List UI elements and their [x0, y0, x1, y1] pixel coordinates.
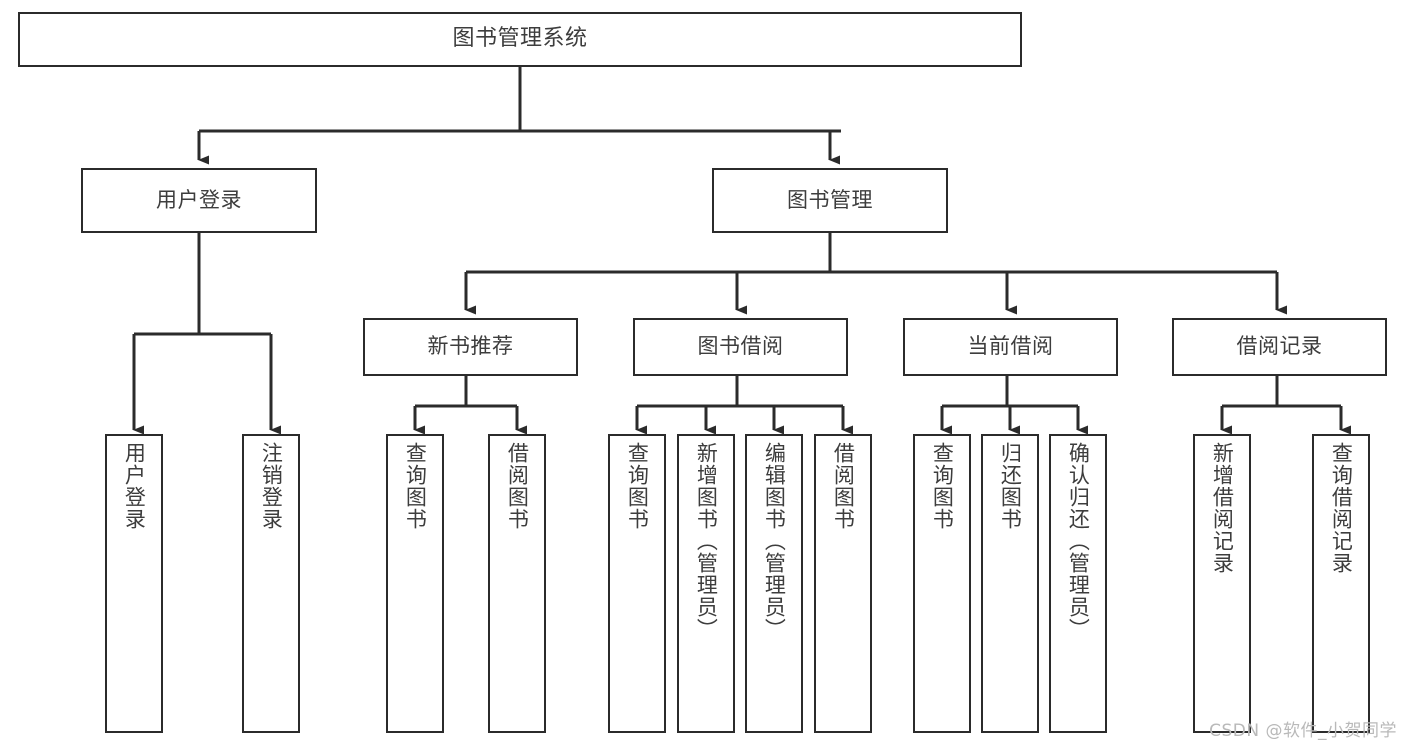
node-borrow-record[interactable]: 借阅记录 — [1172, 318, 1387, 376]
node-leaf-query-book-1[interactable]: 查询图书 — [386, 434, 444, 733]
node-book-borrow[interactable]: 图书借阅 — [633, 318, 848, 376]
node-leaf-return-book[interactable]: 归还图书 — [981, 434, 1039, 733]
node-new-book-recommend-label: 新书推荐 — [427, 334, 514, 359]
node-leaf-user-login[interactable]: 用户登录 — [105, 434, 163, 733]
node-leaf-query-book-2-label: 查询图书 — [625, 442, 650, 530]
node-leaf-user-login-label: 用户登录 — [122, 442, 147, 530]
node-leaf-borrow-book-2-label: 借阅图书 — [831, 442, 856, 530]
node-current-borrow-label: 当前借阅 — [967, 334, 1054, 359]
node-leaf-return-book-label: 归还图书 — [998, 442, 1023, 530]
node-new-book-recommend[interactable]: 新书推荐 — [363, 318, 578, 376]
node-leaf-query-record-label: 查询借阅记录 — [1329, 442, 1354, 574]
node-leaf-user-logout[interactable]: 注销登录 — [242, 434, 300, 733]
node-leaf-confirm-return-label: 确认归还（管理员） — [1066, 442, 1091, 640]
csdn-watermark: CSDN @软件_小贺同学 — [1209, 721, 1397, 741]
node-leaf-query-book-2[interactable]: 查询图书 — [608, 434, 666, 733]
node-leaf-query-book-1-label: 查询图书 — [403, 442, 428, 530]
node-leaf-add-book[interactable]: 新增图书（管理员） — [677, 434, 735, 733]
node-leaf-query-book-3-label: 查询图书 — [930, 442, 955, 530]
node-leaf-user-logout-label: 注销登录 — [259, 442, 284, 530]
node-root-label: 图书管理系统 — [452, 26, 588, 52]
node-user-login-label: 用户登录 — [156, 187, 242, 212]
node-leaf-borrow-book-1-label: 借阅图书 — [505, 442, 530, 530]
node-leaf-add-book-label: 新增图书（管理员） — [694, 442, 719, 640]
node-leaf-edit-book-label: 编辑图书（管理员） — [762, 442, 787, 640]
node-borrow-record-label: 借阅记录 — [1236, 334, 1323, 359]
node-user-login[interactable]: 用户登录 — [81, 168, 317, 233]
node-leaf-borrow-book-2[interactable]: 借阅图书 — [814, 434, 872, 733]
node-leaf-query-record[interactable]: 查询借阅记录 — [1312, 434, 1370, 733]
node-leaf-confirm-return[interactable]: 确认归还（管理员） — [1049, 434, 1107, 733]
node-book-manage-label: 图书管理 — [787, 187, 873, 212]
node-book-manage[interactable]: 图书管理 — [712, 168, 948, 233]
node-leaf-add-record-label: 新增借阅记录 — [1210, 442, 1235, 574]
node-root[interactable]: 图书管理系统 — [18, 12, 1022, 67]
node-leaf-query-book-3[interactable]: 查询图书 — [913, 434, 971, 733]
node-book-borrow-label: 图书借阅 — [697, 334, 784, 359]
node-current-borrow[interactable]: 当前借阅 — [903, 318, 1118, 376]
node-leaf-add-record[interactable]: 新增借阅记录 — [1193, 434, 1251, 733]
node-leaf-edit-book[interactable]: 编辑图书（管理员） — [745, 434, 803, 733]
node-leaf-borrow-book-1[interactable]: 借阅图书 — [488, 434, 546, 733]
